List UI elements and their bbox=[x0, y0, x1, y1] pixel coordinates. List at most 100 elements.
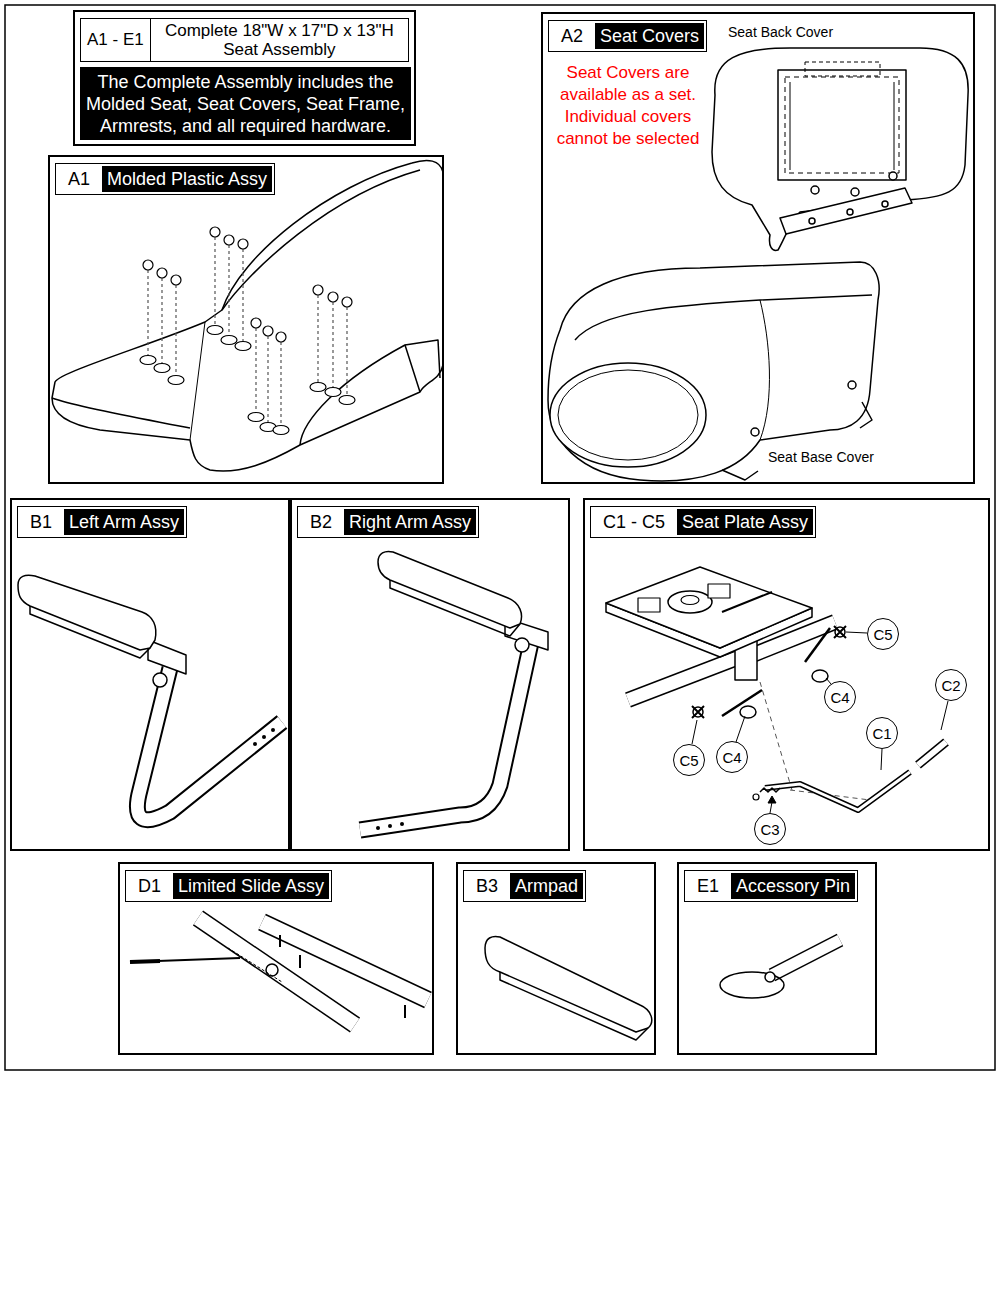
hardware-bolts bbox=[310, 383, 326, 392]
hardware-bolts bbox=[328, 292, 338, 302]
seat-back-cover-drawing bbox=[882, 201, 888, 207]
seat-back-cover-drawing bbox=[889, 172, 897, 180]
panel-header: E1Accessory Pin bbox=[684, 870, 858, 902]
leader-lines bbox=[692, 720, 697, 744]
part-code: C1 - C5 bbox=[591, 507, 677, 537]
callout-number: C5 bbox=[867, 618, 899, 650]
molded-seat-drawing bbox=[405, 340, 440, 378]
right-arm-drawing bbox=[360, 551, 548, 830]
seat-base-cover-drawing bbox=[550, 363, 706, 467]
limited-slide-drawing bbox=[130, 918, 428, 1025]
callout-number: C4 bbox=[722, 749, 741, 766]
hardware-bolts bbox=[143, 260, 153, 270]
part-name: Limited Slide Assy bbox=[173, 873, 329, 899]
hardware-bolts bbox=[342, 297, 352, 307]
callout-number: C4 bbox=[824, 681, 856, 713]
leader-lines bbox=[768, 796, 776, 803]
part-code: E1 bbox=[685, 871, 731, 901]
part-name: Accessory Pin bbox=[731, 873, 855, 899]
armpad-drawing bbox=[485, 936, 652, 1040]
seat-plate-drawing bbox=[692, 706, 704, 718]
panel-header: D1Limited Slide Assy bbox=[125, 870, 332, 902]
molded-seat-drawing bbox=[52, 160, 443, 471]
limited-slide-drawing bbox=[198, 918, 355, 1025]
seat-plate-drawing bbox=[812, 670, 828, 682]
right-arm-drawing bbox=[378, 551, 522, 628]
hardware-bolts bbox=[248, 413, 264, 422]
seat-plate-drawing bbox=[638, 598, 660, 612]
callout-number: C4 bbox=[716, 741, 748, 773]
part-panel: E1Accessory Pin bbox=[677, 862, 877, 1055]
molded-seat-drawing bbox=[300, 345, 420, 445]
hardware-bolts bbox=[256, 328, 281, 426]
part-panel: B1Left Arm Assy bbox=[10, 498, 290, 851]
part-code: D1 bbox=[126, 871, 173, 901]
accessory-pin-drawing bbox=[720, 940, 840, 998]
seat-plate-drawing bbox=[765, 772, 910, 810]
panel-header: C1 - C5Seat Plate Assy bbox=[590, 506, 816, 538]
right-arm-drawing bbox=[360, 638, 532, 830]
part-name: Right Arm Assy bbox=[344, 509, 476, 535]
leader-lines bbox=[881, 749, 882, 770]
right-arm-drawing bbox=[376, 826, 380, 830]
leader-lines bbox=[846, 632, 867, 633]
limited-slide-drawing bbox=[130, 958, 240, 962]
part-name: Left Arm Assy bbox=[64, 509, 184, 535]
hardware-bolts bbox=[235, 342, 251, 351]
seat-back-cover-drawing bbox=[778, 70, 906, 180]
armpad-drawing bbox=[500, 972, 648, 1040]
seat-plate-drawing bbox=[740, 706, 756, 718]
left-arm-drawing bbox=[18, 575, 282, 819]
hardware-bolts bbox=[221, 336, 237, 345]
callout-number: C5 bbox=[873, 626, 892, 643]
outer-frame bbox=[5, 5, 995, 1070]
part-panel: B2Right Arm Assy bbox=[290, 498, 570, 851]
right-arm-drawing bbox=[388, 824, 392, 828]
limited-slide-drawing bbox=[228, 948, 282, 982]
seat-back-cover-drawing bbox=[851, 188, 859, 196]
left-arm-drawing bbox=[271, 728, 275, 732]
left-arm-drawing bbox=[137, 668, 282, 820]
panel-header: B1Left Arm Assy bbox=[17, 506, 187, 538]
callout-number: C1 bbox=[872, 725, 891, 742]
seat-plate-drawing bbox=[834, 626, 846, 638]
seat-back-cover-drawing bbox=[785, 77, 899, 173]
left-arm-drawing bbox=[30, 606, 150, 658]
seat-plate-drawing bbox=[606, 567, 946, 810]
left-arm-drawing bbox=[262, 735, 266, 739]
part-name: Seat Covers bbox=[595, 23, 704, 49]
limited-slide-drawing bbox=[266, 964, 278, 976]
panel-header: A1Molded Plastic Assy bbox=[55, 163, 275, 195]
part-panel: D1Limited Slide Assy bbox=[118, 862, 434, 1055]
panel-header: B3Armpad bbox=[463, 870, 586, 902]
molded-seat-drawing bbox=[52, 398, 190, 428]
seat-plate-drawing bbox=[668, 591, 712, 613]
hardware-bolts bbox=[313, 285, 323, 295]
seat-back-cover-drawing bbox=[811, 186, 819, 194]
callout-number: C1 bbox=[866, 717, 898, 749]
part-panel: A1Molded Plastic Assy bbox=[48, 155, 444, 484]
assembly-title-box: A1 - E1Complete 18"W x 17"D x 13"H Seat … bbox=[73, 10, 416, 146]
seat-back-cover-drawing bbox=[809, 218, 815, 224]
hardware-bolts bbox=[325, 388, 341, 397]
seat-plate-drawing bbox=[753, 794, 759, 800]
right-arm-drawing bbox=[400, 822, 404, 826]
seat-plate-drawing bbox=[708, 584, 730, 598]
hardware-bolts bbox=[263, 326, 273, 336]
outer-frame bbox=[5, 5, 995, 1070]
part-code: A2 bbox=[549, 21, 595, 51]
left-arm-drawing bbox=[148, 640, 186, 674]
callout-number: C5 bbox=[679, 752, 698, 769]
right-arm-drawing bbox=[360, 638, 532, 830]
hardware-bolts bbox=[210, 227, 220, 237]
seat-base-cover-drawing bbox=[558, 370, 698, 460]
part-code: B3 bbox=[464, 871, 510, 901]
seat-plate-drawing bbox=[765, 772, 910, 810]
left-arm-drawing bbox=[253, 742, 257, 746]
seat-plate-drawing bbox=[606, 567, 812, 648]
hardware-bolts bbox=[273, 426, 289, 435]
hardware-bolts bbox=[157, 268, 167, 278]
limited-slide-drawing bbox=[198, 918, 355, 1025]
leader-lines bbox=[770, 802, 772, 813]
